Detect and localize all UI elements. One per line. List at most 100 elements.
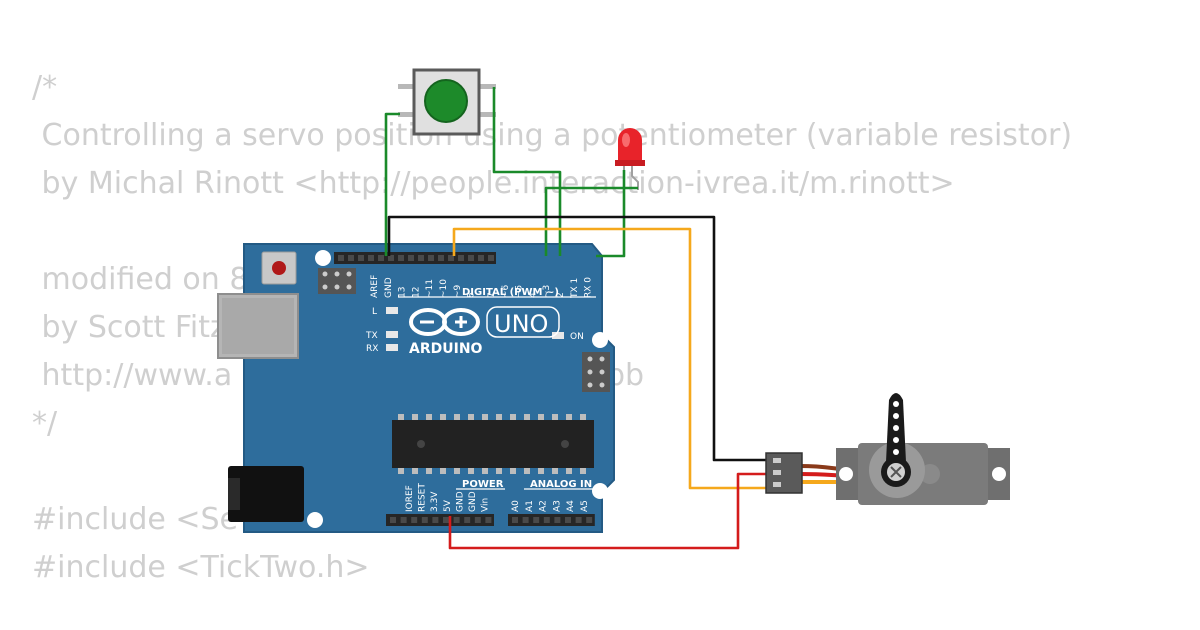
- led-l: [386, 307, 398, 314]
- mounting-hole: [315, 250, 331, 266]
- servo-mount-hole: [839, 467, 853, 481]
- digital-pin-socket[interactable]: [338, 255, 344, 261]
- power-pin-socket[interactable]: [464, 517, 471, 523]
- power-pin-socket[interactable]: [411, 517, 418, 523]
- button-lead: [478, 112, 496, 117]
- chip-pin: [566, 468, 572, 474]
- wire-green-led-gnd: [596, 170, 626, 258]
- servo-horn-hole: [893, 401, 899, 407]
- code-line: */: [32, 406, 58, 441]
- analog-pin-socket[interactable]: [512, 517, 518, 523]
- digital-pin-socket[interactable]: [448, 255, 454, 261]
- mounting-hole: [592, 332, 608, 348]
- chip-pin: [468, 468, 474, 474]
- digital-pin-label: RX 0: [584, 277, 594, 298]
- mounting-hole: [307, 512, 323, 528]
- chip-pin: [412, 468, 418, 474]
- led-on-label: ON: [570, 332, 584, 342]
- analog-pin-socket[interactable]: [522, 517, 529, 523]
- digital-pin-label: 12: [411, 287, 421, 298]
- chip-pin: [426, 414, 432, 420]
- code-line: /*: [32, 70, 58, 105]
- chip-pin: [440, 414, 446, 420]
- power-pin-socket[interactable]: [421, 517, 428, 523]
- digital-pin-socket[interactable]: [378, 255, 384, 261]
- arduino-logo-icon: [409, 308, 480, 336]
- analog-pin-header[interactable]: [508, 514, 595, 526]
- led-rim: [615, 160, 645, 166]
- chip-pin: [566, 414, 572, 420]
- led-tx-label: TX: [365, 331, 378, 341]
- servo-connector: [765, 452, 803, 494]
- power-jack: [228, 466, 304, 522]
- push-button[interactable]: [398, 68, 496, 136]
- icsp-header: [318, 268, 356, 294]
- led-on: [552, 332, 564, 339]
- digital-pin-socket[interactable]: [478, 255, 484, 261]
- digital-pin-label: GND: [384, 277, 394, 298]
- digital-pin-socket[interactable]: [468, 255, 474, 261]
- chip-pin: [538, 414, 544, 420]
- power-pin-label: RESET: [418, 483, 428, 512]
- digital-pin-socket[interactable]: [358, 255, 364, 261]
- chip-pin: [580, 414, 586, 420]
- digital-pin-housing: [334, 252, 496, 264]
- digital-pin-socket[interactable]: [458, 255, 464, 261]
- digital-pin-socket[interactable]: [438, 255, 444, 261]
- servo-motor[interactable]: [765, 393, 1010, 505]
- chip-pin: [468, 414, 474, 420]
- digital-pin-housing: [476, 252, 478, 264]
- power-pin-socket[interactable]: [453, 517, 460, 523]
- digital-pin-socket[interactable]: [388, 255, 394, 261]
- chip-pin: [398, 468, 404, 474]
- power-pin-socket[interactable]: [390, 517, 396, 523]
- power-pin-socket[interactable]: [400, 517, 407, 523]
- analog-pin-socket[interactable]: [575, 517, 582, 523]
- digital-pin-label: TX 1: [570, 278, 580, 299]
- servo-horn-hole: [893, 449, 899, 455]
- analog-pin-socket[interactable]: [533, 517, 540, 523]
- wire-green-button-gnd: [384, 112, 400, 256]
- led-tx: [386, 331, 398, 338]
- analog-pin-socket[interactable]: [586, 517, 593, 523]
- digital-pin-label: ~11: [425, 279, 435, 298]
- power-pin-socket[interactable]: [474, 517, 481, 523]
- chip-pin: [412, 414, 418, 420]
- reset-button-cap: [272, 261, 286, 275]
- chip-pin: [426, 468, 432, 474]
- power-pin-socket[interactable]: [432, 517, 439, 523]
- digital-pin-socket[interactable]: [348, 255, 354, 261]
- led-rx: [386, 344, 398, 351]
- servo-gear: [920, 464, 940, 484]
- chip-pin: [398, 414, 404, 420]
- analog-pin-socket[interactable]: [565, 517, 571, 523]
- servo-mount-hole: [992, 467, 1006, 481]
- power-pin-label: IOREF: [405, 485, 415, 512]
- servo-connector-pin: [773, 458, 781, 463]
- power-pin-socket[interactable]: [443, 517, 449, 523]
- chip-pin: [510, 414, 516, 420]
- analog-pin-label: A5: [580, 500, 590, 512]
- digital-pin-socket[interactable]: [398, 255, 404, 261]
- power-pin-socket[interactable]: [485, 517, 492, 523]
- digital-pin-socket[interactable]: [418, 255, 424, 261]
- chip-pin: [524, 468, 530, 474]
- digital-pin-header[interactable]: [334, 252, 496, 264]
- digital-pin-socket[interactable]: [368, 255, 374, 261]
- atmega-chip: [392, 420, 594, 468]
- digital-pin-socket[interactable]: [488, 255, 494, 261]
- chip-pin: [440, 468, 446, 474]
- analog-pin-socket[interactable]: [554, 517, 561, 523]
- button-cap: [424, 79, 468, 123]
- chip-pin: [496, 414, 502, 420]
- power-pin-label: GND: [468, 491, 478, 512]
- digital-pin-socket[interactable]: [428, 255, 434, 261]
- digital-pin-label: ~9: [453, 284, 463, 298]
- servo-connector-pin: [773, 482, 781, 487]
- power-pin-header[interactable]: [386, 514, 494, 526]
- chip-pin: [538, 468, 544, 474]
- digital-pin-socket[interactable]: [408, 255, 414, 261]
- analog-pin-socket[interactable]: [543, 517, 550, 523]
